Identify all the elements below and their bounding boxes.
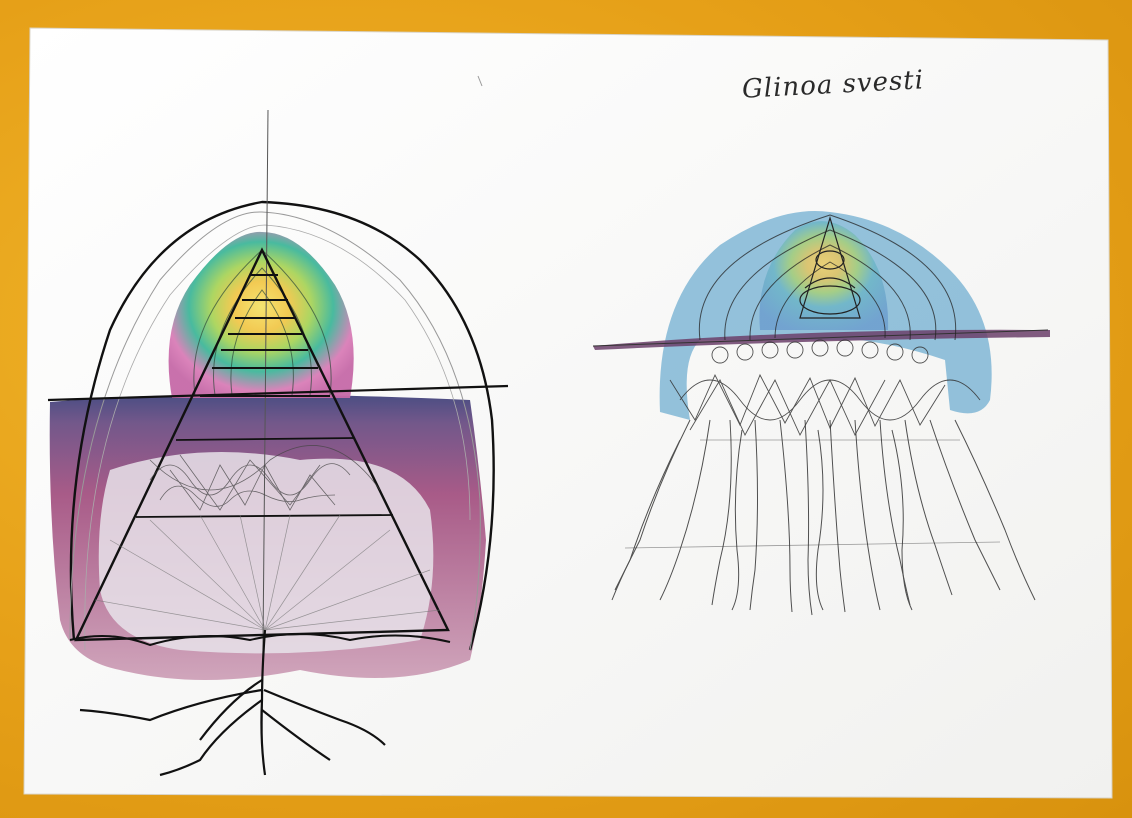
pale-inner-wash <box>99 452 434 653</box>
